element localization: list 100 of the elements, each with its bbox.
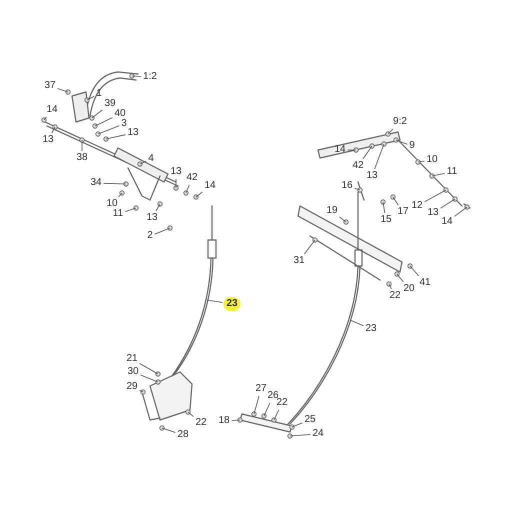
callout-number: 25 xyxy=(303,414,317,426)
callout-number: 11 xyxy=(446,166,458,178)
leader-line xyxy=(274,410,280,420)
leader-line xyxy=(396,274,404,282)
leader-line xyxy=(440,198,456,209)
callout-number: 27 xyxy=(254,383,268,395)
callout-number: 13 xyxy=(126,127,140,139)
leader-line xyxy=(388,128,394,134)
callout-number: 9:2 xyxy=(392,116,408,128)
upper-left-lever-assembly-drawing xyxy=(41,71,199,231)
leader-line xyxy=(231,420,240,421)
callout-number: 14 xyxy=(440,216,454,228)
lower-right-lever-drawing xyxy=(237,411,295,439)
leader-line xyxy=(57,88,68,92)
callout-number: 39 xyxy=(103,98,117,110)
callout-number: 13 xyxy=(145,212,159,224)
leader-line xyxy=(156,204,160,212)
leader-line xyxy=(362,146,372,160)
leader-line xyxy=(432,173,446,176)
leader-line xyxy=(140,160,147,164)
leader-line xyxy=(94,117,113,126)
leader-line xyxy=(186,184,190,194)
callout-number: 42 xyxy=(185,172,199,184)
leader-line xyxy=(354,188,360,190)
leader-line xyxy=(454,206,468,217)
leader-line xyxy=(124,208,136,212)
callout-number: 11 xyxy=(112,208,124,220)
leader-line xyxy=(292,422,303,428)
leader-line xyxy=(106,134,126,140)
leader-line xyxy=(254,396,260,414)
leader-line xyxy=(86,96,95,100)
callout-number: 40 xyxy=(113,108,127,120)
leader-line xyxy=(304,240,316,254)
callout-number: 15 xyxy=(379,214,393,226)
lower-left-bracket-drawing xyxy=(140,371,193,431)
callout-number: 23 xyxy=(364,323,378,335)
callout-number: 3 xyxy=(120,118,128,130)
callout-number: 42 xyxy=(351,160,365,172)
callout-number: 1:2 xyxy=(142,71,158,83)
leader-line xyxy=(424,190,446,202)
callout-number: 2 xyxy=(146,230,154,242)
leader-line xyxy=(132,76,142,77)
callout-number: 13 xyxy=(41,134,55,146)
callout-number: 17 xyxy=(396,206,410,218)
callout-number: 1 xyxy=(95,88,103,100)
callout-number: 22 xyxy=(388,290,402,302)
callout-number: 24 xyxy=(311,428,325,440)
callout-number: 37 xyxy=(43,80,57,92)
callout-number: 31 xyxy=(292,255,306,267)
callout-number: 14 xyxy=(45,104,59,116)
callout-number: 16 xyxy=(340,180,354,192)
callout-number: 13 xyxy=(365,170,379,182)
callout-number: 38 xyxy=(75,152,89,164)
callout-number: 34 xyxy=(89,177,103,189)
callout-number: 14 xyxy=(333,144,347,156)
callout-number: 4 xyxy=(147,153,155,165)
leader-line xyxy=(382,202,386,214)
leader-line xyxy=(139,363,158,374)
callout-number: 23 xyxy=(223,297,241,311)
leader-line xyxy=(51,126,56,134)
leader-line xyxy=(188,412,194,417)
leader-line xyxy=(388,284,392,290)
leader-line xyxy=(396,140,408,145)
leader-line xyxy=(264,402,270,416)
leader-line xyxy=(140,374,158,382)
leader-line xyxy=(418,160,425,162)
leader-line xyxy=(206,300,223,303)
leader-line xyxy=(290,434,311,436)
callout-number: 13 xyxy=(169,166,183,178)
control-cable-drawing xyxy=(287,191,363,425)
leader-line xyxy=(98,125,120,134)
callout-number: 28 xyxy=(176,429,190,441)
callout-number: 10 xyxy=(105,198,119,210)
callout-number: 30 xyxy=(126,366,140,378)
leader-line xyxy=(374,144,384,170)
callout-number: 20 xyxy=(402,283,416,295)
leader-line xyxy=(392,196,399,206)
leader-line xyxy=(44,116,47,120)
callout-number: 41 xyxy=(418,277,432,289)
control-cable-drawing xyxy=(171,205,217,377)
leader-line xyxy=(154,228,170,234)
leader-line xyxy=(103,182,126,184)
leader-line xyxy=(196,192,203,198)
leader-line xyxy=(162,428,176,433)
callout-number: 10 xyxy=(425,154,439,166)
leader-line xyxy=(339,216,346,222)
leader-line xyxy=(139,390,144,392)
callout-number: 18 xyxy=(217,415,231,427)
callout-number: 13 xyxy=(426,207,440,219)
callout-number: 29 xyxy=(125,381,139,393)
callout-number: 12 xyxy=(410,200,424,212)
callout-number: 9 xyxy=(408,140,416,152)
leader-line xyxy=(350,320,364,326)
leader-line xyxy=(92,110,103,118)
callout-number: 14 xyxy=(203,180,217,192)
callout-number: 22 xyxy=(194,417,208,429)
callout-number: 19 xyxy=(325,205,339,217)
leader-line xyxy=(118,192,122,198)
callout-number: 22 xyxy=(275,397,289,409)
leader-line xyxy=(410,266,420,276)
